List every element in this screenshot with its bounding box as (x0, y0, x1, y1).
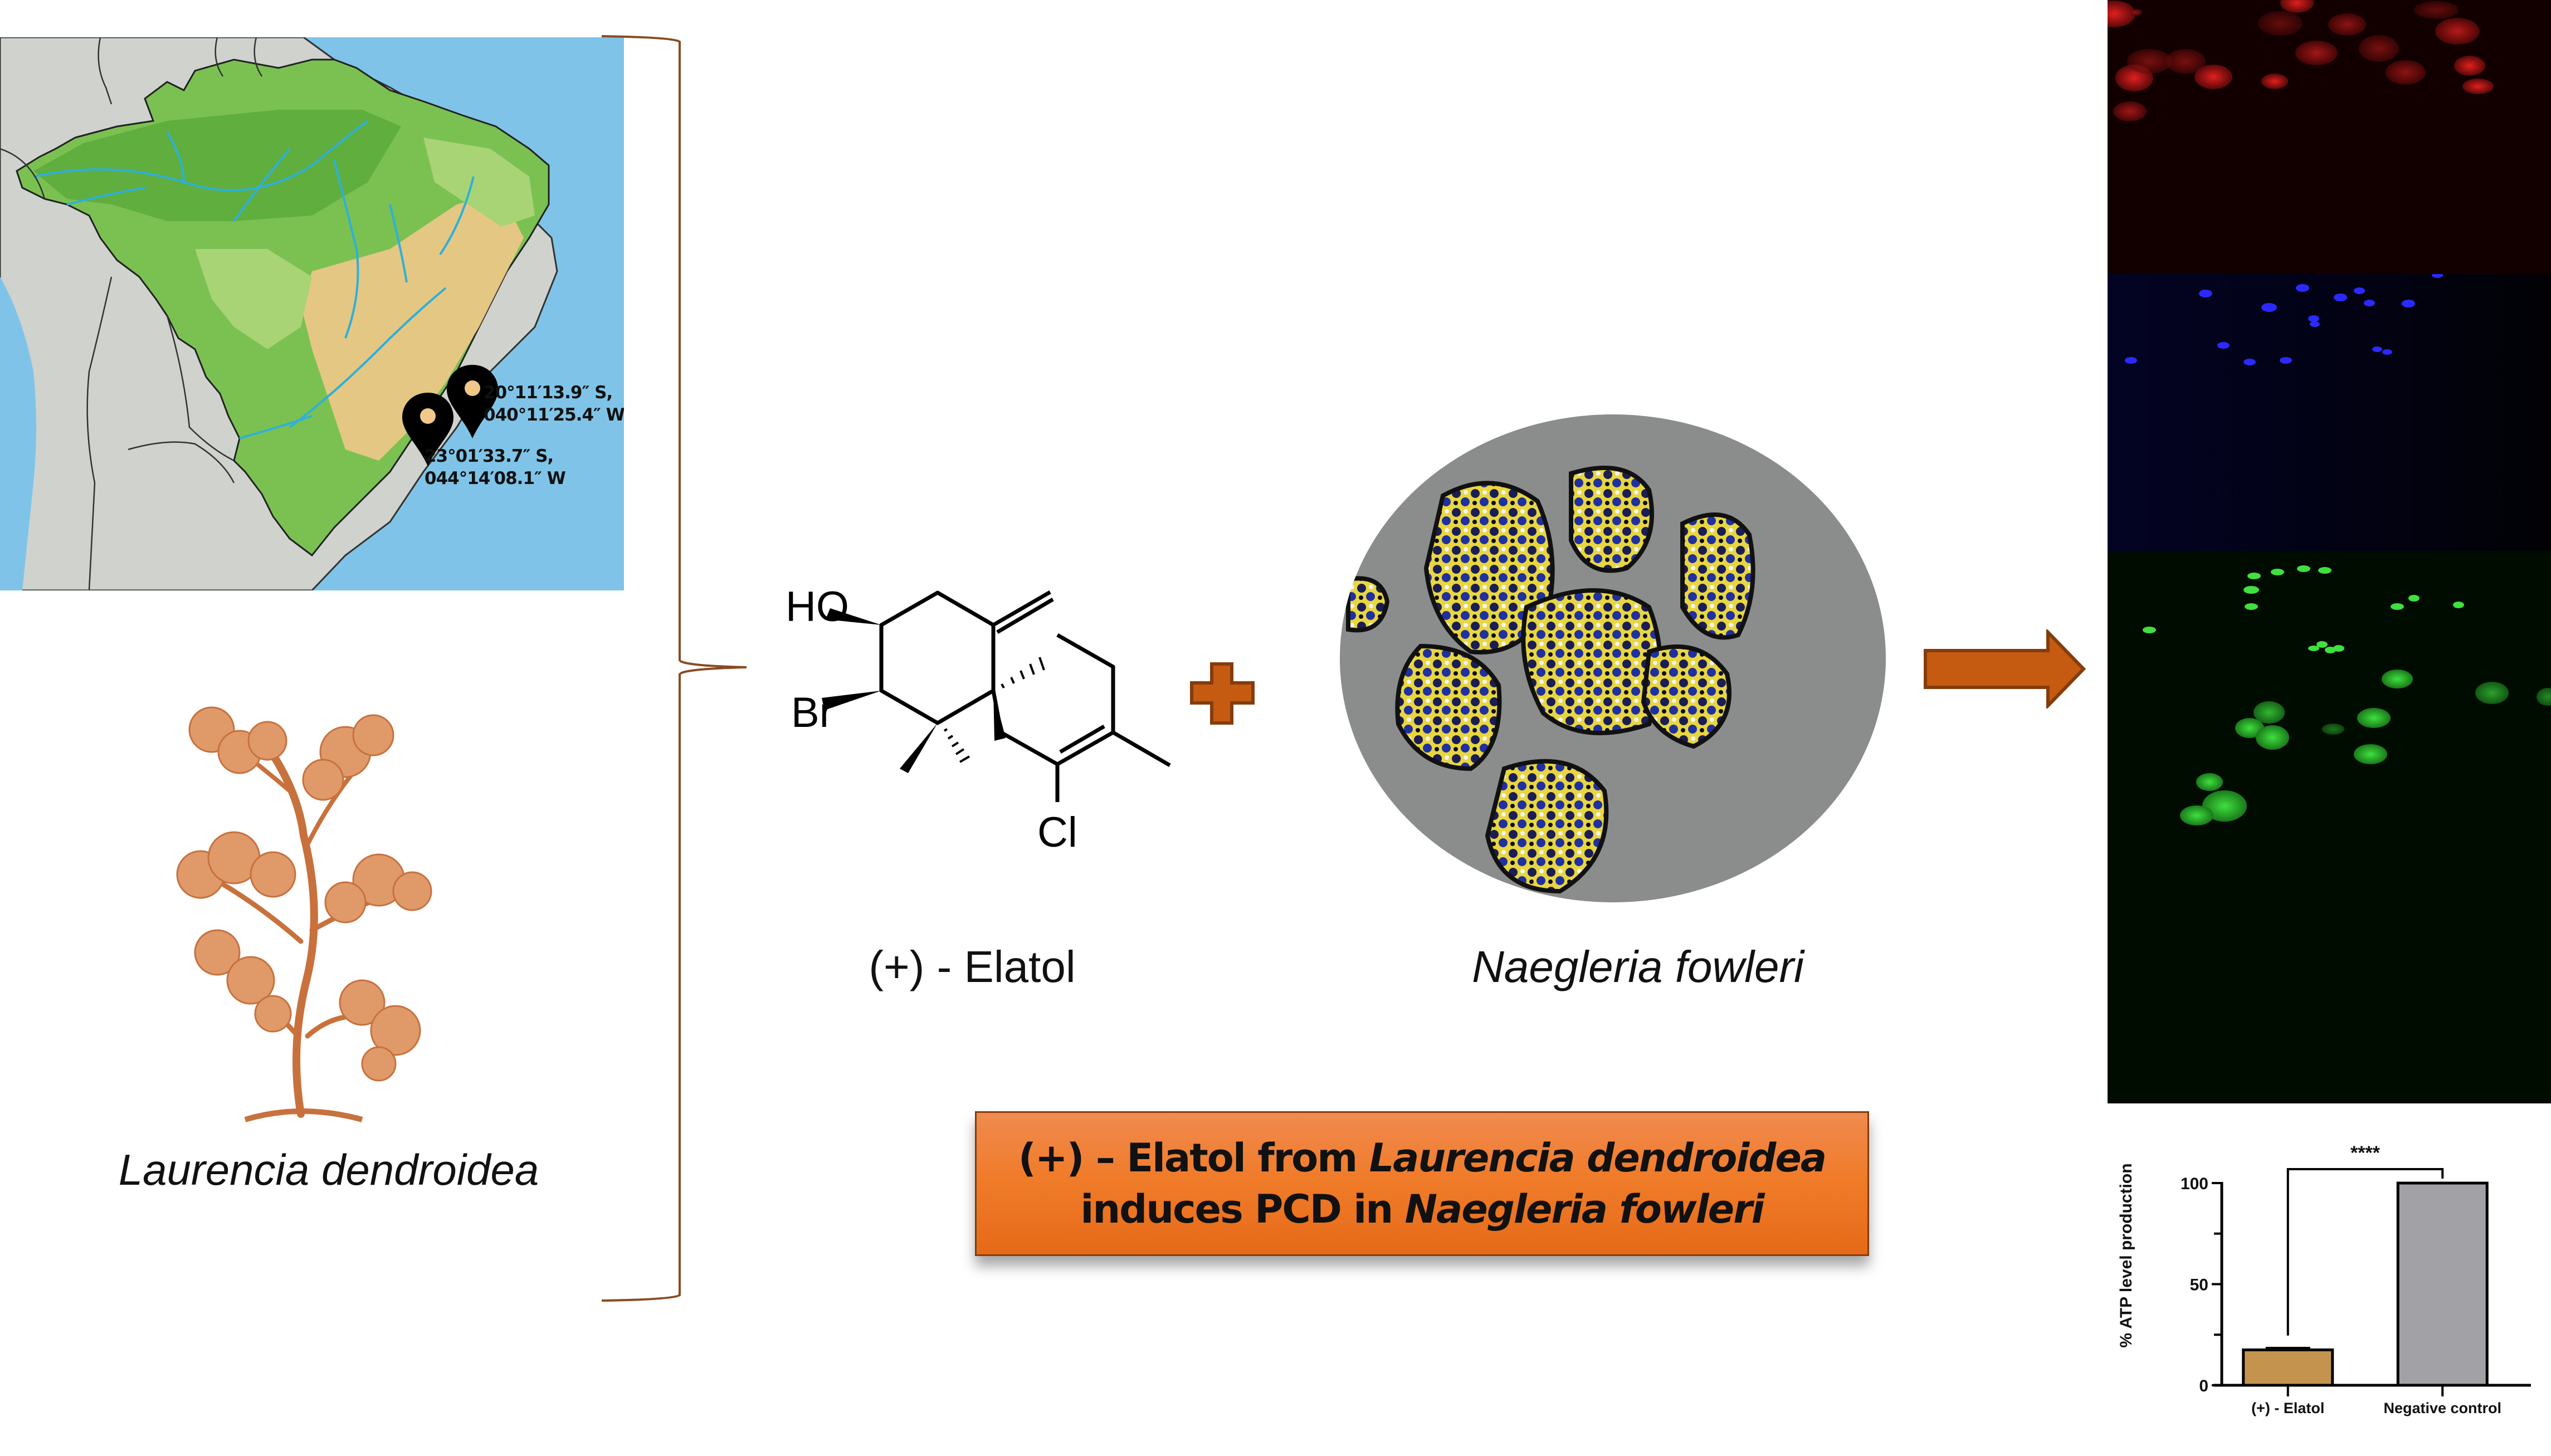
site-1-latitude: 20°11′13.9″ S, (484, 383, 613, 403)
summary-line-1-species: Laurencia dendroidea (1369, 1135, 1827, 1181)
y-tick-label: 100 (2181, 1175, 2208, 1193)
bromine-wedge (822, 691, 881, 710)
chlorine-label: Cl (1037, 809, 1077, 856)
elatol-structure: HO Br Cl (786, 583, 1171, 856)
spiro-wedge (993, 691, 1006, 741)
fluorescence-panel-red (2108, 0, 2551, 274)
summary-line-1-text: (+) – Elatol from (1018, 1135, 1369, 1181)
y-axis-label: % ATP level production (2117, 1163, 2135, 1347)
plus-icon (1190, 662, 1255, 725)
target-species-label: Naegleria fowleri (1472, 942, 1804, 991)
location-pin-icon (447, 365, 498, 438)
summary-line-2: induces PCD in Naegleria fowleri (1080, 1184, 1764, 1235)
blue-channel-nuclei (2125, 274, 2443, 365)
summary-line-1: (+) – Elatol from Laurencia dendroidea (1018, 1132, 1827, 1184)
methyl-wedge (900, 723, 938, 773)
compound-label: (+) - Elatol (869, 942, 1076, 991)
x-tick-label: Negative control (2383, 1400, 2501, 1416)
location-pin-icon (402, 393, 453, 466)
y-tick-label: 0 (2199, 1377, 2208, 1395)
fluorescence-panel-green (2108, 551, 2551, 1103)
seaweed-species-label: Laurencia dendroidea (118, 1145, 539, 1194)
y-tick-label: 50 (2190, 1276, 2208, 1294)
northeast-green (423, 138, 535, 227)
fluorescence-panel-blue (2108, 274, 2551, 551)
atp-bar-chart: % ATP level production 0 50 100 (+) - Elato… (2108, 1125, 2551, 1456)
green-channel-cells (2143, 565, 2551, 825)
significance-stars: **** (2350, 1142, 2381, 1164)
brazil-map: 20°11′13.9″ S, 040°11′25.4″ W 23°01′33.7… (0, 37, 624, 590)
summary-banner: (+) – Elatol from Laurencia dendroidea i… (975, 1111, 1869, 1256)
bar (2396, 1181, 2489, 1387)
right-arrow-icon (1924, 629, 2086, 709)
seaweed-illustration (176, 706, 432, 1122)
summary-line-2-species: Naegleria fowleri (1404, 1186, 1764, 1232)
bar (2242, 1348, 2334, 1387)
bromine-label: Br (791, 689, 833, 736)
significance-bracket (2286, 1168, 2444, 1336)
site-2-latitude: 23°01′33.7″ S, (425, 446, 554, 466)
naegleria-micrograph (1340, 414, 1886, 902)
country-borders (0, 37, 263, 590)
amazon-lowlands (33, 110, 401, 221)
site-1-coordinates: 20°11′13.9″ S, 040°11′25.4″ W (484, 382, 624, 426)
x-tick-label: (+) - Elatol (2251, 1400, 2324, 1416)
summary-line-2-text: induces PCD in (1080, 1186, 1405, 1232)
site-1-longitude: 040°11′25.4″ W (484, 405, 624, 425)
site-2-coordinates: 23°01′33.7″ S, 044°14′08.1″ W (425, 445, 566, 490)
hydroxyl-wedge (826, 608, 881, 625)
hydroxyl-label: HO (786, 583, 849, 631)
pacific-ocean (0, 277, 36, 590)
plateau-green (195, 249, 312, 349)
rivers (33, 120, 475, 439)
site-2-longitude: 044°14′08.1″ W (425, 468, 566, 488)
curly-bracket (601, 35, 747, 1302)
red-channel-cells (2108, 0, 2494, 121)
